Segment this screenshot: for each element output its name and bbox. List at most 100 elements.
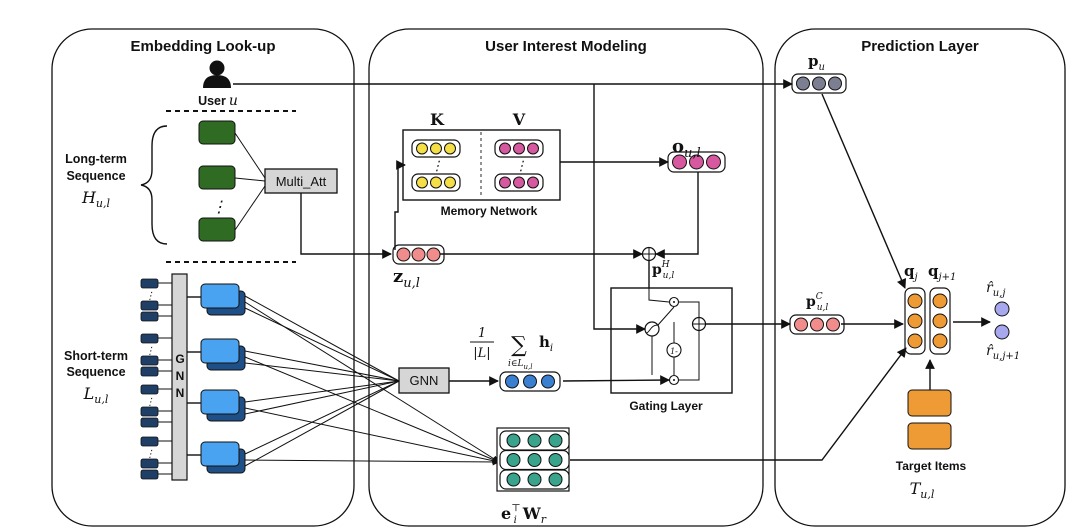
prediction-panel: [774, 28, 1066, 527]
fan-to-gnn: [244, 380, 400, 403]
target-items-label: Target Items: [896, 459, 967, 473]
r-j-dot: [994, 301, 1010, 317]
memory-key-slot-2-dot: [430, 176, 442, 189]
fan-to-gnn: [244, 380, 400, 455]
p-c-vector-dot: [794, 317, 808, 332]
q-j-vector-dot: [907, 333, 923, 349]
fan-to-ew: [244, 458, 500, 466]
p-u-vector: [791, 73, 847, 94]
p-u-vector-dot: [828, 76, 842, 91]
memory-value-slot-1-dot: [513, 142, 525, 155]
gnn-vertical-g: G: [175, 352, 184, 366]
memory-value-vdots: ⋮: [515, 159, 528, 174]
z-vector-dot: [426, 247, 441, 262]
memory-value-slot-2-dot: [499, 176, 511, 189]
long-term-item: [198, 217, 236, 242]
o-vector-dot: [689, 154, 704, 170]
target-var: Tu,l: [910, 479, 935, 501]
memory-key-label: K: [430, 110, 445, 129]
gating-layer-box: [610, 287, 733, 394]
ew-matrix: [496, 427, 570, 492]
long-term-label-1: Long-term: [65, 152, 127, 166]
fan-to-ew: [244, 356, 500, 463]
memory-value-slot-1-dot: [527, 142, 539, 155]
short-term-vdots: ⋮: [145, 449, 155, 460]
ew-matrix-row-dot: [506, 472, 521, 487]
short-term-item: [140, 366, 159, 377]
multi-att-box: [264, 168, 338, 194]
memory-key-vdots: ⋮: [431, 159, 444, 174]
long-term-item: [198, 165, 236, 190]
short-term-item: [140, 300, 159, 311]
memory-key-slot-2-dot: [416, 176, 428, 189]
ew-matrix-row-dot: [527, 472, 542, 487]
short-to-gnn-connections: [244, 295, 500, 467]
o-vector-dot: [706, 154, 721, 170]
p-u-vector-dot: [812, 76, 826, 91]
long-term-var: Hu,l: [81, 188, 111, 210]
long-term-vdots: ⋮: [211, 197, 227, 216]
short-term-item: [140, 469, 159, 480]
z-label: zu,l: [393, 266, 420, 291]
r-j-label: r̂u,j: [986, 280, 1005, 299]
gnn-output-vector-dot: [505, 374, 519, 389]
one-minus-icon: 1-: [666, 342, 682, 358]
memory-network-label: Memory Network: [441, 204, 538, 218]
memory-key-slot-1-dot: [444, 142, 456, 155]
embedding-panel: [51, 28, 355, 527]
gnn-output-vector: [499, 371, 561, 392]
short-term-label-1: Short-term: [64, 349, 128, 363]
q-vectors: [904, 287, 951, 355]
fan-to-gnn: [244, 307, 400, 382]
fan-to-gnn: [244, 295, 400, 382]
short-term-item: [140, 406, 159, 417]
ew-matrix-row-dot: [527, 453, 542, 467]
oplus-gate-icon: [691, 316, 707, 332]
ew-matrix-row-dot: [506, 453, 521, 467]
gnn-box: [398, 367, 450, 394]
memory-value-slot-2-dot: [513, 176, 525, 189]
svg-text:1: 1: [478, 326, 486, 341]
q-j1-vector-dot: [932, 293, 948, 309]
short-term-item: [140, 333, 159, 344]
embedding-panel-title: Embedding Look-up: [131, 38, 276, 55]
interest-panel: [368, 28, 764, 527]
short-term-item: [140, 417, 159, 428]
ew-matrix-row-dot: [527, 433, 542, 448]
connections: [187, 79, 991, 461]
memory-key-slot-1-dot: [430, 142, 442, 155]
multi-att-label: Multi_Att: [276, 174, 327, 189]
fan-to-ew: [244, 407, 500, 465]
short-term-vdots: ⋮: [145, 291, 155, 302]
oplus-merge-icon: [641, 246, 657, 262]
multiply-bottom-icon: [668, 374, 680, 386]
memory-value-slot-1-dot: [499, 142, 511, 155]
svg-text:1-: 1-: [670, 347, 678, 356]
target-item-1: [907, 389, 952, 417]
gnn-output-vector-dot: [523, 374, 537, 389]
short-term-item: [140, 384, 159, 395]
short-term-session: [200, 389, 240, 415]
long-item-to-att-2: [234, 177, 266, 182]
short-term-session: [200, 441, 240, 467]
short-term-item: [140, 458, 159, 469]
target-item-2: [907, 422, 952, 450]
z-vector-dot: [411, 247, 426, 262]
long-item-to-att-1: [234, 132, 266, 179]
q-j1-label: qj+1: [928, 262, 956, 283]
memory-slots: [411, 139, 544, 192]
gnn-output-vector-dot: [541, 374, 555, 389]
fan-to-gnn: [244, 380, 400, 415]
memory-value-slot-2-dot: [527, 176, 539, 189]
long-item-to-att-3: [234, 185, 266, 231]
fan-to-gnn: [244, 362, 400, 382]
ew-matrix-row-dot: [548, 433, 563, 448]
svg-text:hi: hi: [539, 333, 553, 354]
memory-key-slot-1-dot: [416, 142, 428, 155]
z-vector: [392, 244, 445, 265]
gnn-vertical-bar: [171, 273, 188, 481]
short-term-item: [140, 355, 159, 366]
